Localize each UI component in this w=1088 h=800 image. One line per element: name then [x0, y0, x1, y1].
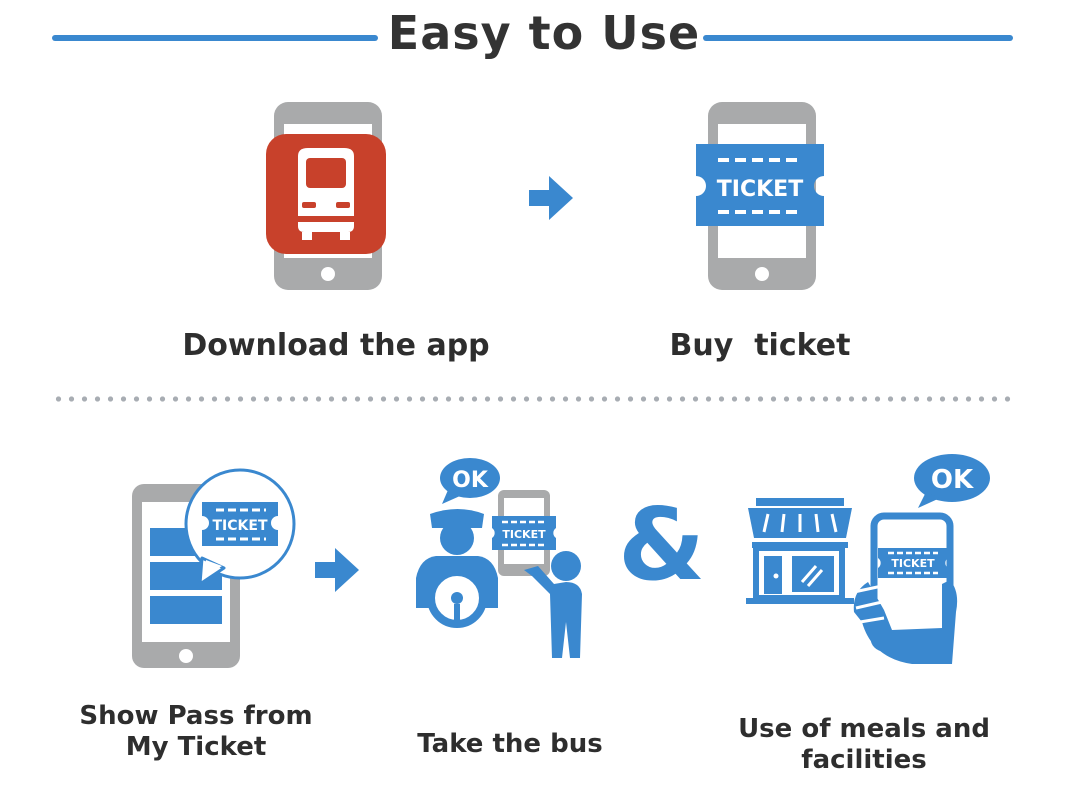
step-buy-caption: Buy ticket	[669, 328, 851, 363]
arrow-right-icon	[315, 548, 359, 592]
ticket-label: TICKET	[717, 177, 803, 202]
step-show-caption-line2: My Ticket	[125, 732, 267, 762]
step-meals-caption-line2: facilities	[801, 745, 927, 775]
ok-label: OK	[931, 465, 974, 495]
ampersand-symbol: &	[618, 486, 706, 603]
step-show-caption-line1: Show Pass from	[79, 701, 313, 731]
speech-bubble-icon	[914, 454, 990, 502]
bus-scene-icon: OK TICKET	[416, 458, 582, 658]
ticket-label: TICKET	[502, 528, 546, 541]
step-bus-caption: Take the bus	[417, 729, 603, 759]
ok-label: OK	[452, 468, 489, 493]
title-rule-left	[52, 35, 378, 41]
speech-bubble-icon	[440, 458, 500, 498]
shop-scene-icon: OK TICKET	[746, 454, 990, 664]
step-meals-caption-line1: Use of meals and	[738, 714, 990, 744]
page-title: Easy to Use	[387, 6, 701, 60]
arrow-right-icon	[529, 176, 573, 220]
step-download-caption: Download the app	[182, 328, 490, 363]
title-rule-right	[703, 35, 1013, 41]
hand-phone-icon: TICKET	[853, 512, 958, 664]
phone-pass-icon: TICKET	[132, 468, 296, 668]
shop-icon	[746, 498, 854, 604]
phone-ticket-icon: TICKET	[696, 102, 824, 290]
ticket-label: TICKET	[213, 518, 268, 534]
phone-app-icon	[266, 102, 386, 290]
ticket-label: TICKET	[891, 557, 935, 570]
section-divider	[52, 396, 1012, 402]
